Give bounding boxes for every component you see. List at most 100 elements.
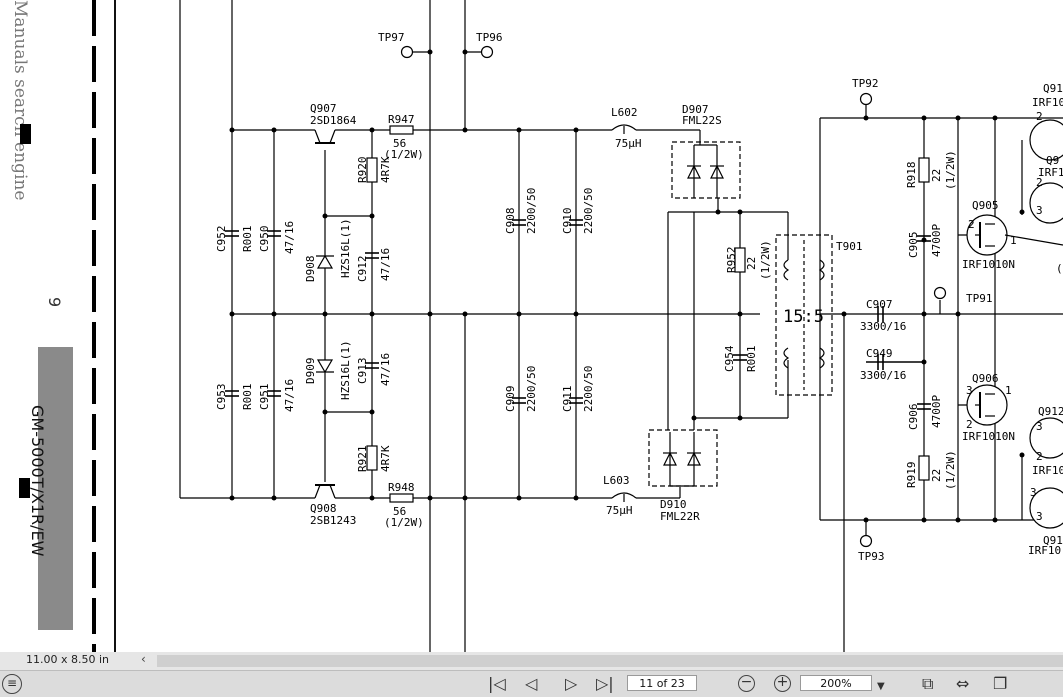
model-banner xyxy=(38,347,73,630)
svg-text:R920: R920 xyxy=(356,157,369,184)
rotated-labels: C952 R001 C950 47/16 D908 HZS16L(1) C912… xyxy=(215,150,957,490)
svg-text:2: 2 xyxy=(966,418,973,431)
svg-text:C906: C906 xyxy=(907,404,920,431)
svg-text:1: 1 xyxy=(1010,234,1017,247)
svg-text:FML22S: FML22S xyxy=(682,114,722,127)
page-size-label: 11.00 x 8.50 in xyxy=(26,653,110,666)
svg-text:2SB1243: 2SB1243 xyxy=(310,514,356,527)
zener-diodes xyxy=(316,254,334,374)
menu-icon[interactable]: ≡ xyxy=(2,674,22,694)
svg-text:(1/2W): (1/2W) xyxy=(944,450,957,490)
svg-text:T901: T901 xyxy=(836,240,863,253)
svg-text:75µH: 75µH xyxy=(606,504,633,517)
horizontal-scrollbar[interactable] xyxy=(157,655,1063,667)
svg-text:FML22R: FML22R xyxy=(660,510,700,523)
svg-text:Q908: Q908 xyxy=(310,502,337,515)
svg-text:C954: C954 xyxy=(723,345,736,372)
svg-text:TP91: TP91 xyxy=(966,292,993,305)
svg-text:1: 1 xyxy=(1005,384,1012,397)
svg-text:22: 22 xyxy=(930,169,943,182)
watermark-text: Manuals search engine xyxy=(10,0,30,201)
svg-text:C907: C907 xyxy=(866,298,893,311)
fullscreen-icon[interactable]: ❐ xyxy=(993,674,1008,693)
svg-text:3: 3 xyxy=(1030,486,1037,499)
svg-text:Q9: Q9 xyxy=(1046,154,1059,167)
zoom-level-field[interactable]: 200% xyxy=(800,675,872,691)
svg-text:C910: C910 xyxy=(561,208,574,235)
zoom-in-icon[interactable]: + xyxy=(774,675,791,692)
scroll-left-arrow[interactable]: ‹ xyxy=(141,652,146,666)
document-viewport: Manuals search engine 9 GM-5000T/X1R/EW xyxy=(0,0,1063,652)
svg-text:C905: C905 xyxy=(907,232,920,259)
last-page-icon[interactable]: ▷| xyxy=(596,674,614,693)
svg-text:(1/2W): (1/2W) xyxy=(759,240,772,280)
svg-text:Q906: Q906 xyxy=(972,372,999,385)
svg-text:2: 2 xyxy=(1036,450,1043,463)
viewer-toolbar: ≡ |◁ ◁ ▷ ▷| ▼ ⧉ ⇔ ❐ xyxy=(0,670,1063,697)
svg-text:15:5: 15:5 xyxy=(783,307,824,327)
mosfets xyxy=(966,119,1063,529)
page-margin-strip: Manuals search engine 9 GM-5000T/X1R/EW xyxy=(0,0,116,652)
zoom-out-icon[interactable]: − xyxy=(738,675,755,692)
crop-mark xyxy=(19,478,30,498)
svg-text:Q91: Q91 xyxy=(1043,534,1063,547)
svg-text:C952: C952 xyxy=(215,226,228,253)
schematic-diagram: TP97 TP96 TP92 TP93 TP91 Q907 2SD1864 R9… xyxy=(179,0,1063,652)
crop-mark xyxy=(20,124,31,144)
rectifier-diodes xyxy=(648,141,741,487)
svg-text:L603: L603 xyxy=(603,474,630,487)
svg-text:3: 3 xyxy=(1036,420,1043,433)
page-indicator[interactable]: 11 of 23 xyxy=(627,675,697,691)
page-view-icon[interactable]: ⧉ xyxy=(922,674,934,693)
next-page-icon[interactable]: ▷ xyxy=(565,674,578,693)
svg-text:TP96: TP96 xyxy=(476,31,503,44)
svg-text:47/16: 47/16 xyxy=(379,353,392,386)
svg-text:2200/50: 2200/50 xyxy=(582,366,595,412)
svg-text:3300/16: 3300/16 xyxy=(860,369,906,382)
svg-text:2200/50: 2200/50 xyxy=(582,188,595,234)
first-page-icon[interactable]: |◁ xyxy=(488,674,506,693)
model-label: GM-5000T/X1R/EW xyxy=(28,405,47,557)
svg-text:R001: R001 xyxy=(745,346,758,373)
svg-text:R001: R001 xyxy=(241,226,254,253)
svg-text:2SD1864: 2SD1864 xyxy=(310,114,357,127)
svg-text:R919: R919 xyxy=(905,462,918,489)
svg-text:C913: C913 xyxy=(356,358,369,385)
fit-width-icon[interactable]: ⇔ xyxy=(956,674,970,693)
bjt-transistors xyxy=(314,129,336,499)
capacitors xyxy=(225,219,931,410)
svg-text:D908: D908 xyxy=(304,256,317,283)
svg-text:2: 2 xyxy=(968,218,975,231)
svg-text:IRF1010N: IRF1010N xyxy=(962,430,1015,443)
wires xyxy=(179,0,1063,652)
svg-text:IRF10: IRF10 xyxy=(1032,464,1063,477)
zoom-dropdown-icon[interactable]: ▼ xyxy=(877,681,885,692)
svg-text:Q907: Q907 xyxy=(310,102,337,115)
svg-text:2: 2 xyxy=(1036,176,1043,189)
svg-text:3: 3 xyxy=(966,384,973,397)
svg-text:R952: R952 xyxy=(725,247,738,274)
svg-text:C908: C908 xyxy=(504,208,517,235)
svg-text:56: 56 xyxy=(393,505,406,518)
resistors xyxy=(366,125,930,503)
svg-text:3300/16: 3300/16 xyxy=(860,320,906,333)
previous-page-icon[interactable]: ◁ xyxy=(525,674,538,693)
svg-text:IRF10: IRF10 xyxy=(1032,96,1063,109)
svg-text:D910: D910 xyxy=(660,498,687,511)
svg-text:47/16: 47/16 xyxy=(379,248,392,281)
svg-text:22: 22 xyxy=(930,469,943,482)
svg-text:C912: C912 xyxy=(356,256,369,283)
svg-text:D909: D909 xyxy=(304,358,317,385)
test-points xyxy=(400,45,947,548)
svg-text:R918: R918 xyxy=(905,162,918,189)
svg-text:(1/2W): (1/2W) xyxy=(384,148,424,161)
svg-text:TP93: TP93 xyxy=(858,550,885,563)
svg-text:HZS16L(1): HZS16L(1) xyxy=(339,340,352,400)
svg-text:3: 3 xyxy=(1036,204,1043,217)
svg-text:R948: R948 xyxy=(388,481,415,494)
svg-text:IRF1010N: IRF1010N xyxy=(962,258,1015,271)
svg-text:2200/50: 2200/50 xyxy=(525,188,538,234)
svg-text:IRF10: IRF10 xyxy=(1028,544,1061,557)
svg-text:Q91: Q91 xyxy=(1043,82,1063,95)
svg-text:4700P: 4700P xyxy=(930,395,943,428)
